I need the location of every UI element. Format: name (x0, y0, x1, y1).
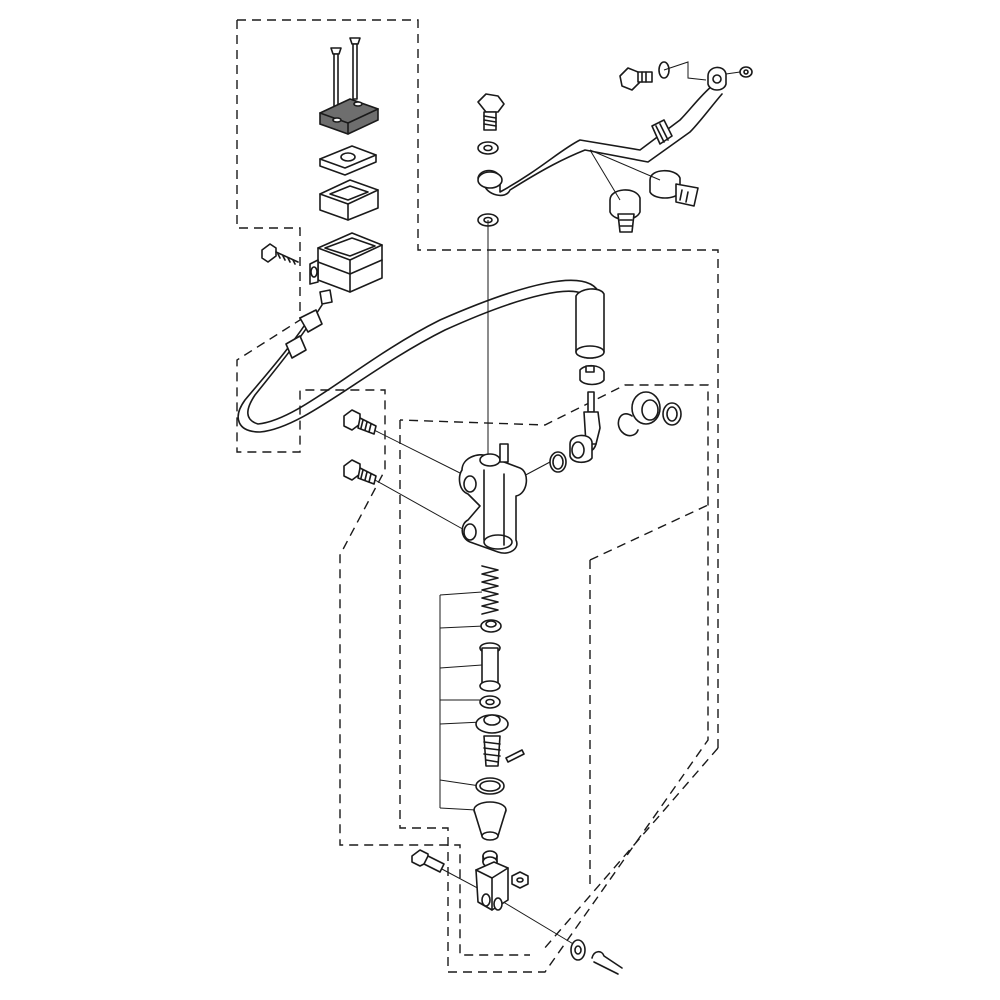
leader-lines (369, 61, 741, 949)
push-rod (483, 735, 501, 767)
inlet-fitting (569, 434, 593, 464)
brake-line-fitting-upper (707, 66, 727, 91)
clevis-nut (511, 871, 529, 889)
push-rod-head (475, 714, 509, 734)
hose-clamp-upper (579, 364, 605, 386)
bracket-clip-lower (609, 189, 641, 233)
circlip-inlet (617, 413, 639, 437)
cylinder-group-outline (399, 384, 719, 973)
reservoir-group-outline (236, 19, 719, 956)
master-cylinder-body (458, 443, 528, 554)
banjo-bolt-upper-right (619, 67, 653, 91)
washer-upper-right-b (739, 66, 753, 78)
reservoir-bolt (261, 243, 299, 265)
brake-line-pipe (477, 85, 723, 197)
clevis-washer (570, 939, 586, 961)
cotter-pin (591, 950, 623, 975)
cotter-pin-small (505, 749, 525, 763)
bracket-clip-upper (649, 169, 699, 207)
dust-boot (473, 801, 507, 841)
banjo-bolt-top (477, 93, 505, 131)
secondary-cup (479, 695, 501, 709)
seal-inlet (631, 391, 661, 425)
o-ring-inlet (549, 451, 567, 473)
washer-top (477, 141, 499, 155)
reservoir-hose (237, 279, 605, 433)
reservoir-cap (319, 98, 379, 135)
clevis (475, 861, 509, 911)
clevis-pin (411, 849, 445, 873)
reservoir-tank (309, 232, 383, 305)
piston (479, 642, 501, 692)
diaphragm (319, 179, 379, 221)
snap-ring (475, 777, 505, 795)
mounting-bolt-lower (343, 459, 377, 485)
o-ring-inlet-outer (662, 402, 682, 426)
cap-screw-right (349, 37, 361, 100)
return-spring (481, 565, 499, 615)
diaphragm-plate (319, 145, 377, 176)
primary-cup (480, 619, 502, 633)
mounting-bolt-upper (343, 409, 377, 435)
